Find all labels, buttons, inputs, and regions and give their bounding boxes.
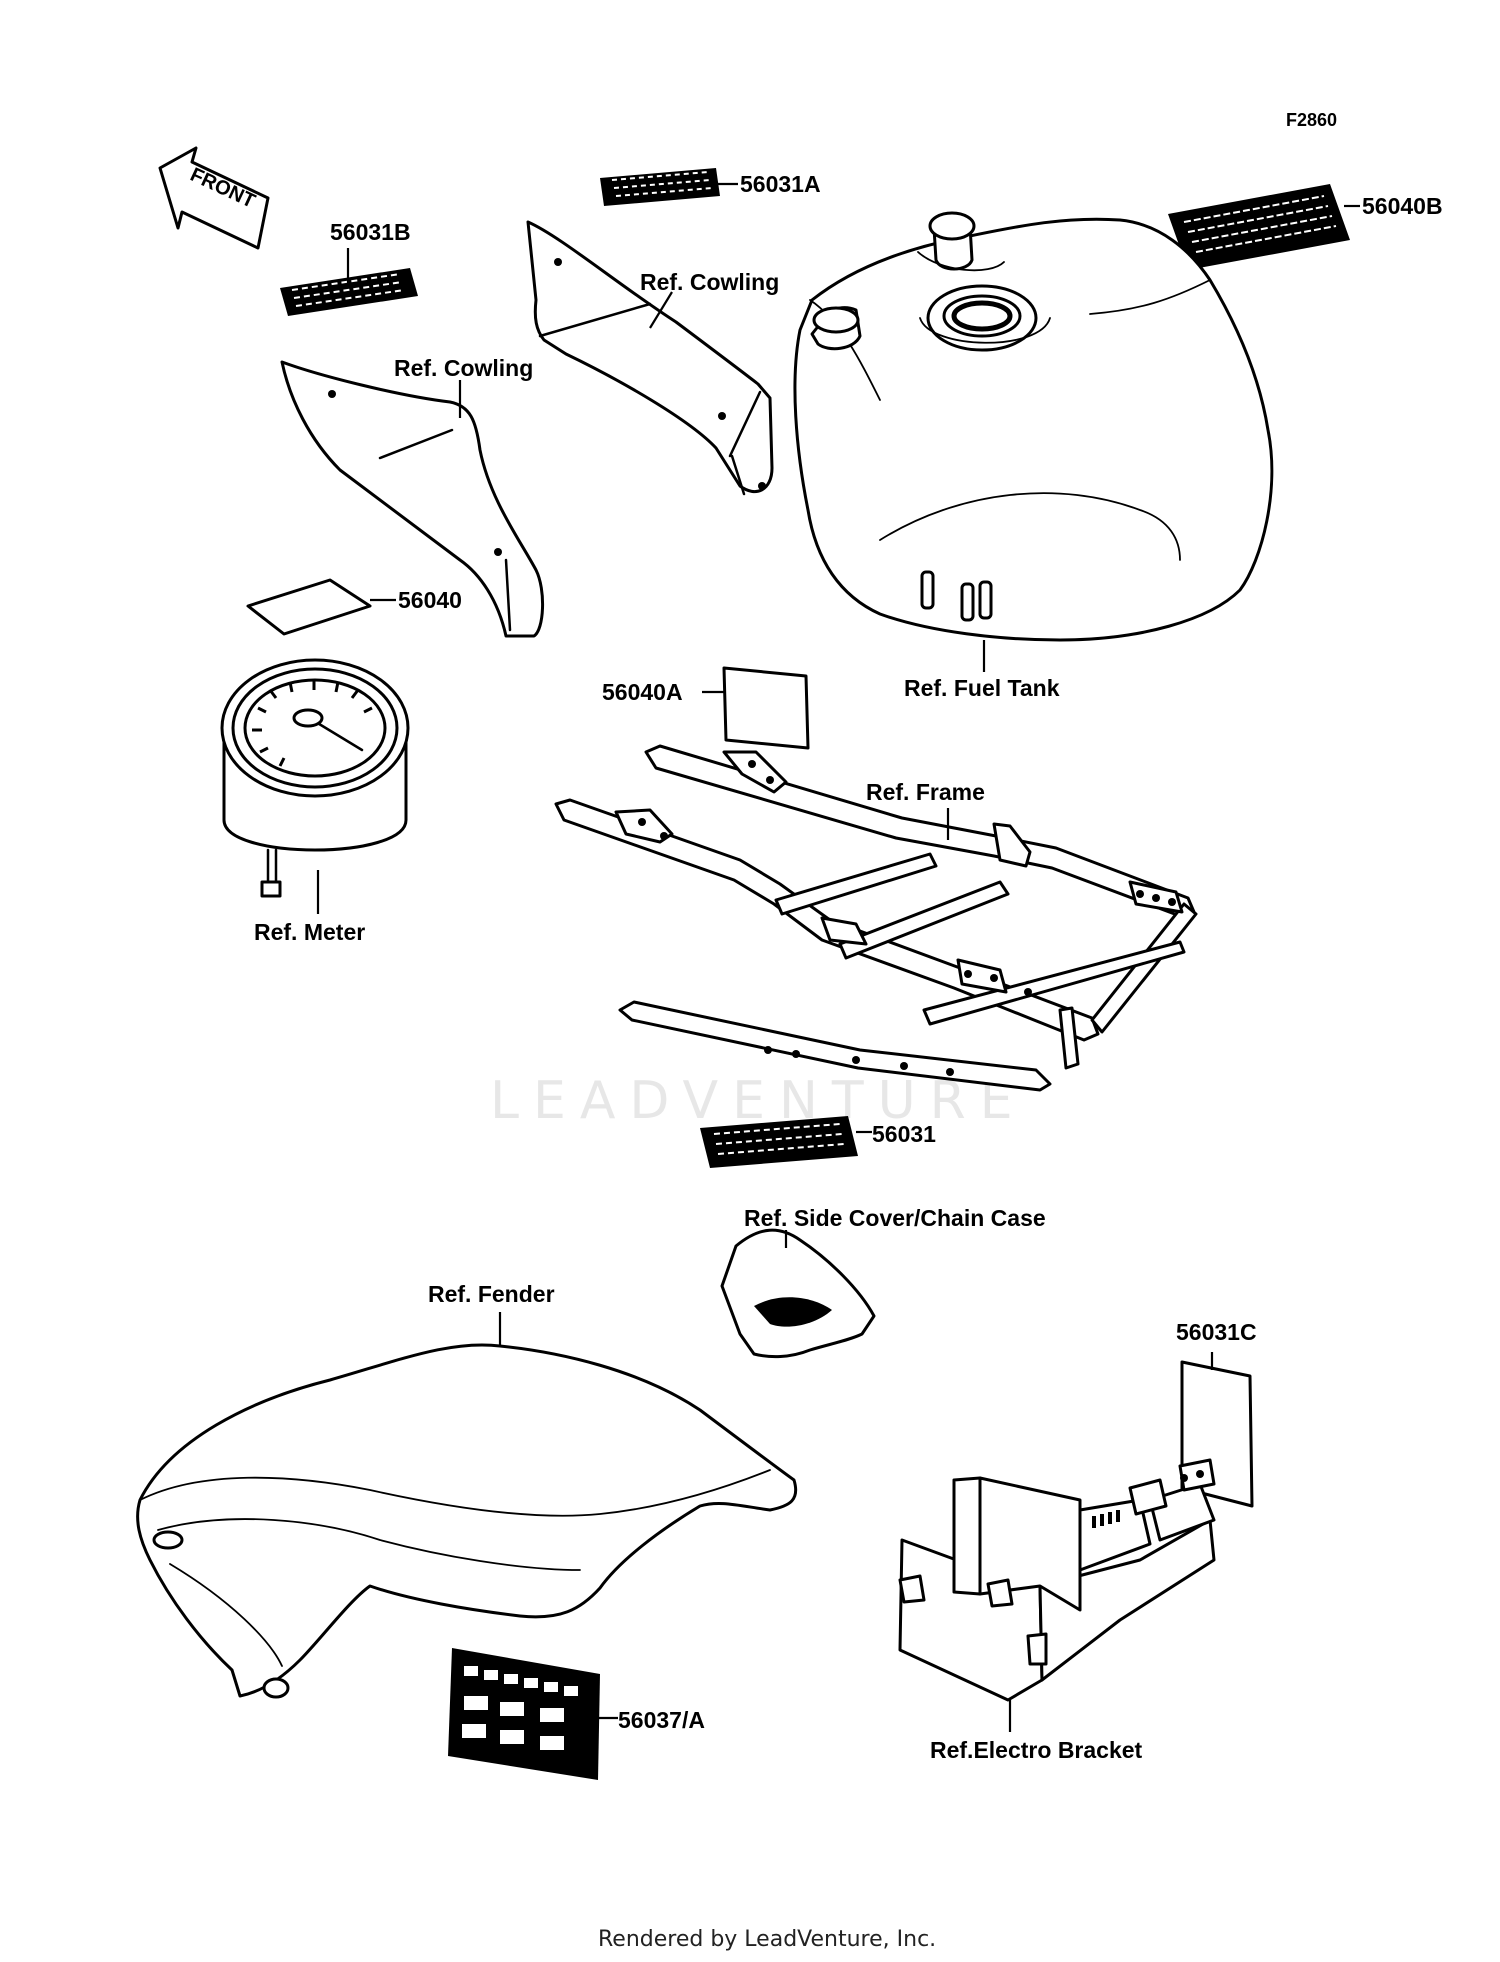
label-cowling-right: Ref. Cowling [640, 269, 779, 295]
cowling-right: Ref. Cowling [526, 220, 779, 496]
fuel-tank: Ref. Fuel Tank [793, 211, 1274, 701]
electro-bracket: Ref.Electro Bracket [898, 1458, 1216, 1763]
label-56031b: 56031B [330, 219, 411, 245]
meter: Ref. Meter [220, 658, 410, 945]
frame: Ref. Frame [554, 744, 1198, 1092]
watermark: LEADVENTURE [490, 1071, 1027, 1131]
side-cover: Ref. Side Cover/Chain Case [720, 1205, 1046, 1359]
label-56031c: 56031C [1176, 1319, 1257, 1345]
diagram-code: F2860 [1286, 110, 1337, 130]
label-side-cover: Ref. Side Cover/Chain Case [744, 1205, 1046, 1231]
fender: Ref. Fender [136, 1281, 798, 1699]
label-electro-bracket: Ref.Electro Bracket [930, 1737, 1143, 1763]
decal-56031a: 56031A [600, 168, 821, 206]
label-56031a: 56031A [740, 171, 821, 197]
label-56040a: 56040A [602, 679, 683, 705]
label-fuel-tank: Ref. Fuel Tank [904, 675, 1060, 701]
label-frame: Ref. Frame [866, 779, 985, 805]
decal-56040b: 56040B [1168, 184, 1443, 270]
cowling-left: Ref. Cowling [280, 355, 545, 638]
label-fender: Ref. Fender [428, 1281, 555, 1307]
decal-56031: 56031 [700, 1116, 936, 1168]
label-56037a: 56037/A [618, 1707, 705, 1733]
decal-56040: 56040 [246, 578, 462, 636]
decal-56037a: 56037/A [448, 1648, 705, 1780]
label-meter: Ref. Meter [254, 919, 365, 945]
label-cowling-left: Ref. Cowling [394, 355, 533, 381]
label-56031: 56031 [872, 1121, 936, 1147]
decal-56031b: 56031B [280, 219, 418, 316]
label-56040: 56040 [398, 587, 462, 613]
label-56040b: 56040B [1362, 193, 1443, 219]
footer-credit: Rendered by LeadVenture, Inc. [598, 1927, 936, 1952]
decal-56040a: 56040A [602, 666, 810, 750]
front-arrow-icon: FRONT [158, 146, 270, 250]
